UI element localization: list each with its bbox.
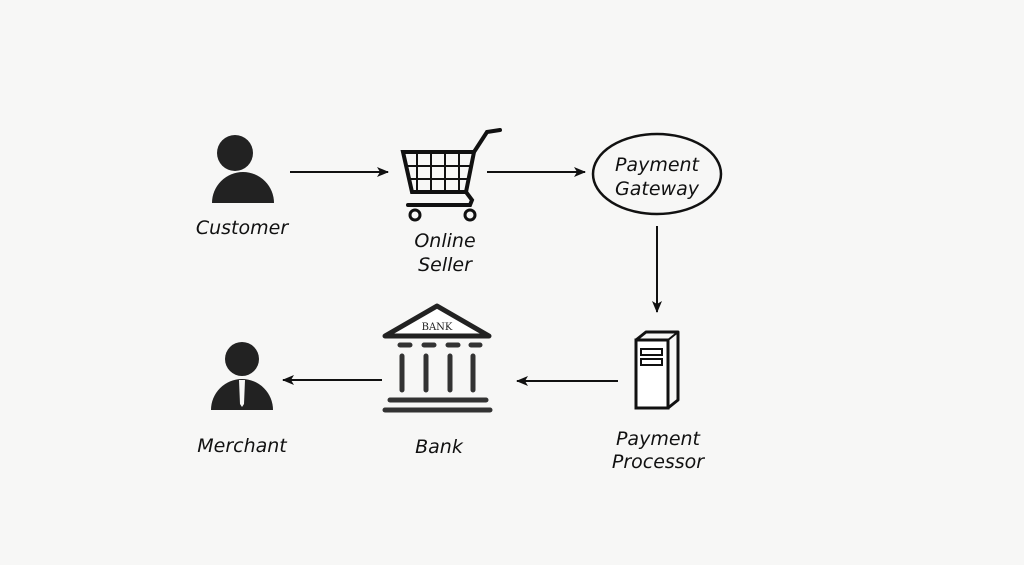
online-seller-label-line2: Seller — [418, 254, 473, 276]
bank-node: BANK Bank — [382, 303, 493, 458]
merchant-label: Merchant — [197, 435, 288, 457]
payment-gateway-label-line1: Payment — [615, 154, 701, 176]
online-seller-label-line1: Online — [414, 230, 475, 252]
payment-processor-node: Payment Processor — [612, 330, 705, 473]
merchant-node: Merchant — [197, 342, 288, 457]
payment-processor-label-line1: Payment — [616, 428, 702, 450]
gateway-ellipse — [591, 132, 723, 216]
bank-icon-text: BANK — [422, 322, 453, 333]
server-icon — [634, 330, 680, 410]
person-icon — [212, 135, 274, 203]
bank-label: Bank — [415, 436, 464, 458]
customer-node: Customer — [196, 135, 289, 239]
bank-building-icon: BANK — [382, 303, 493, 413]
online-seller-node: Online Seller — [400, 128, 502, 276]
shopping-cart-icon — [400, 128, 502, 222]
payment-processor-label-line2: Processor — [612, 451, 705, 473]
customer-label: Customer — [196, 217, 289, 239]
businessperson-icon — [211, 342, 273, 410]
payment-gateway-node: Payment Gateway — [591, 132, 723, 216]
payment-gateway-label-line2: Gateway — [615, 178, 700, 200]
